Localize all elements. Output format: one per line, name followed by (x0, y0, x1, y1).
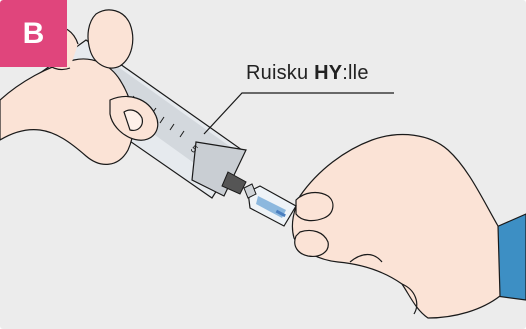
syringe-label-bold: HY (314, 62, 342, 84)
vial (244, 184, 296, 226)
step-badge: B (0, 0, 67, 67)
syringe-label: Ruisku HY:lle (246, 62, 369, 85)
step-badge-letter: B (23, 17, 45, 51)
right-hand (292, 135, 500, 318)
syringe-label-suffix: :lle (342, 62, 368, 84)
syringe-label-prefix: Ruisku (246, 62, 314, 84)
callout-line (204, 93, 394, 134)
